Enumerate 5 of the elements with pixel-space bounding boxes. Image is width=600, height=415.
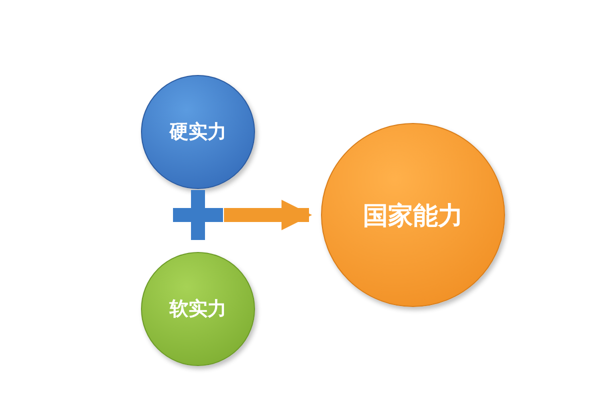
arrow [224,200,312,230]
plus-icon [173,190,223,240]
node-label: 硬实力 [170,120,226,145]
node-label: 软实力 [170,297,226,322]
node-label: 国家能力 [363,200,463,232]
